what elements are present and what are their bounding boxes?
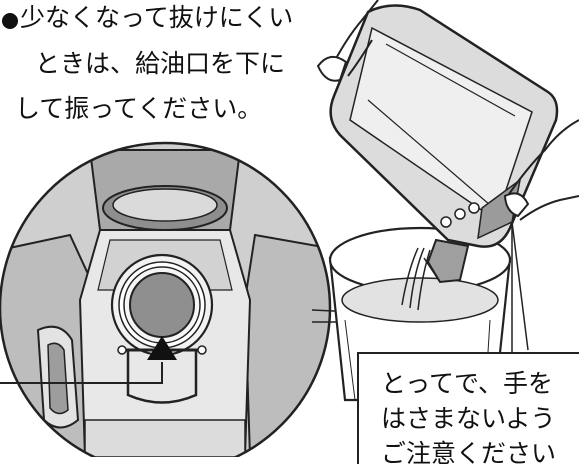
instruction-line-3: して振ってください。 (15, 94, 263, 123)
leader-line (0, 362, 163, 384)
fuel-tank (329, 4, 559, 284)
bullet-dot (2, 13, 18, 29)
caution-callout: とってで、手を はさまないよう ご注意ください (357, 352, 579, 464)
callout-line-3: ご注意ください (381, 439, 557, 464)
oil-stream (401, 247, 431, 311)
magnifier-circle (0, 141, 332, 464)
hand-right (503, 119, 579, 221)
hand-top (316, 0, 379, 82)
callout-pointer-right (511, 221, 529, 351)
callout-line-1: とってで、手を (381, 369, 554, 398)
instruction-line-1: 少なくなって抜けにくい (20, 3, 294, 32)
callout-line-2: はさまないよう (381, 404, 556, 433)
instruction-line-2: ときは、給油口を下に (35, 49, 286, 78)
